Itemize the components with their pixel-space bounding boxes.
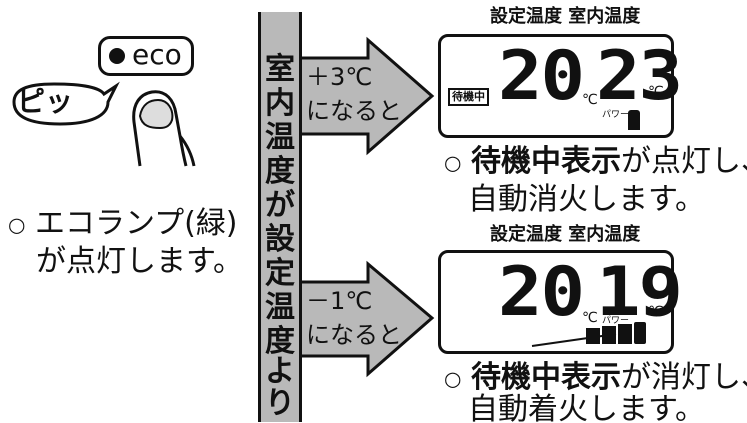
top-note-rest: が点灯し、 — [621, 144, 747, 179]
top-note-bold: 待機中表示 — [471, 144, 621, 179]
eco-button-label: eco — [132, 38, 182, 71]
bullet-icon: ○ — [444, 366, 462, 391]
bottom-note-rest: が消灯し、 — [621, 360, 747, 395]
vertical-char: 内 — [265, 86, 295, 121]
speech-bubble-icon — [12, 81, 120, 126]
vertical-char: 温 — [265, 290, 295, 325]
upper-arrow-line1: ＋3℃ — [306, 63, 373, 91]
power-level-bars-icon — [531, 322, 646, 347]
upper-arrow-line2: になると — [306, 97, 402, 125]
display-top-unit1: ℃ — [582, 92, 598, 108]
display-top-unit2: ℃ — [648, 84, 664, 100]
vertical-char: よ — [265, 354, 295, 389]
vertical-char: 室 — [265, 52, 295, 87]
display-bottom-room-temp: 19 — [596, 252, 683, 332]
eco-lamp-indicator — [109, 48, 125, 64]
display-bottom-power-label: パワー — [602, 316, 630, 326]
top-note-line2: 自動消火します。 — [468, 182, 705, 217]
vertical-condition-bar — [258, 12, 302, 422]
lamp-note-line2: が点灯します。 — [36, 244, 243, 279]
bottom-note-bold: 待機中表示 — [471, 360, 621, 395]
vertical-char: 温 — [265, 120, 295, 155]
vertical-char: が — [265, 188, 295, 223]
vertical-char: 設 — [265, 222, 295, 257]
vertical-char: 度 — [265, 324, 295, 359]
display-bottom-unit2: ℃ — [648, 304, 664, 320]
lower-arrow-line1: －1℃ — [306, 287, 373, 315]
display-bottom-set-temp: 20 — [498, 252, 585, 332]
display-bottom-unit1: ℃ — [582, 310, 598, 326]
display-bottom-header: 設定温度 室内温度 — [490, 224, 641, 245]
sound-bubble-text: ピッ — [17, 85, 74, 118]
finger-press-icon — [132, 90, 196, 167]
arrows — [280, 36, 435, 378]
lamp-note-text1: エコランプ(緑) — [35, 206, 238, 241]
power-bar-icon — [628, 110, 640, 130]
vertical-char: 定 — [265, 256, 295, 291]
display-top-room-temp: 23 — [596, 36, 683, 116]
top-note-line1: ○ 待機中表示が点灯し、 — [444, 144, 747, 181]
lamp-note-line1: ○ エコランプ(緑) — [8, 206, 238, 243]
display-top-set-temp: 20 — [498, 36, 585, 116]
vertical-char: 度 — [265, 154, 295, 189]
bottom-note-line1: ○ 待機中表示が消灯し、 — [444, 360, 747, 397]
bullet-icon: ○ — [8, 212, 26, 237]
standby-indicator: 待機中 — [448, 88, 489, 106]
vertical-char: り — [265, 386, 295, 421]
lower-arrow-line2: になると — [306, 321, 402, 349]
display-top-header: 設定温度 室内温度 — [490, 6, 641, 27]
bullet-icon: ○ — [444, 150, 462, 175]
display-top-power-label: パワー — [602, 110, 630, 120]
lower-arrow-shape — [280, 260, 435, 378]
bottom-note-line2: 自動着火します。 — [468, 392, 705, 423]
